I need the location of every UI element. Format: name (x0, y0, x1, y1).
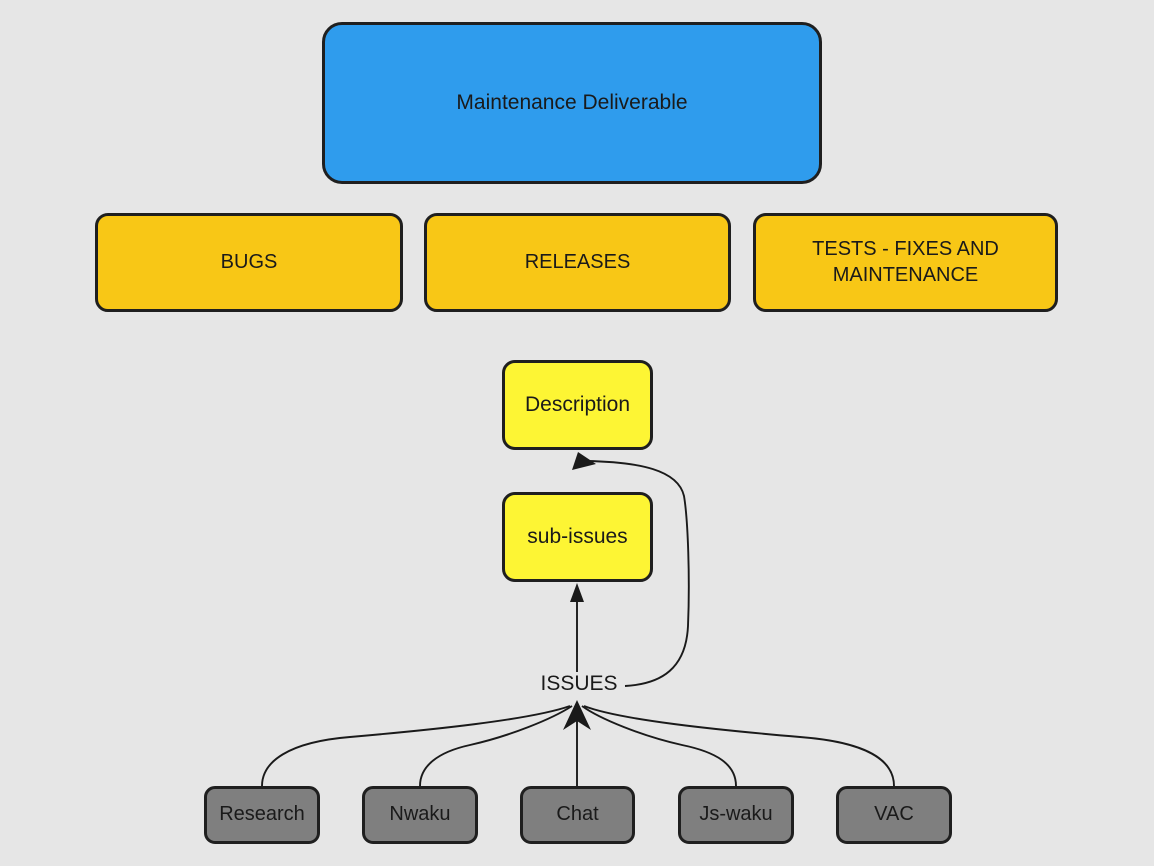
node-maintenance-deliverable[interactable]: Maintenance Deliverable (322, 22, 822, 184)
node-description[interactable]: Description (502, 360, 653, 450)
node-bugs[interactable]: BUGS (95, 213, 403, 312)
node-issues-label[interactable]: ISSUES (537, 672, 621, 696)
node-vac[interactable]: VAC (836, 786, 952, 844)
edge-vac-to-issues (583, 705, 895, 787)
node-js-waku[interactable]: Js-waku (678, 786, 794, 844)
arrowhead-issues (563, 700, 591, 730)
node-releases[interactable]: RELEASES (424, 213, 731, 312)
edge-jswaku-to-issues (581, 705, 737, 787)
edge-research-to-issues (261, 705, 571, 787)
node-nwaku[interactable]: Nwaku (362, 786, 478, 844)
node-sub-issues[interactable]: sub-issues (502, 492, 653, 582)
arrowhead-description (572, 452, 596, 470)
node-chat[interactable]: Chat (520, 786, 635, 844)
arrowhead-subissues (570, 583, 584, 602)
node-research[interactable]: Research (204, 786, 320, 844)
node-tests-fixes-and-maintenance[interactable]: TESTS - FIXES AND MAINTENANCE (753, 213, 1058, 312)
edge-nwaku-to-issues (419, 705, 573, 787)
